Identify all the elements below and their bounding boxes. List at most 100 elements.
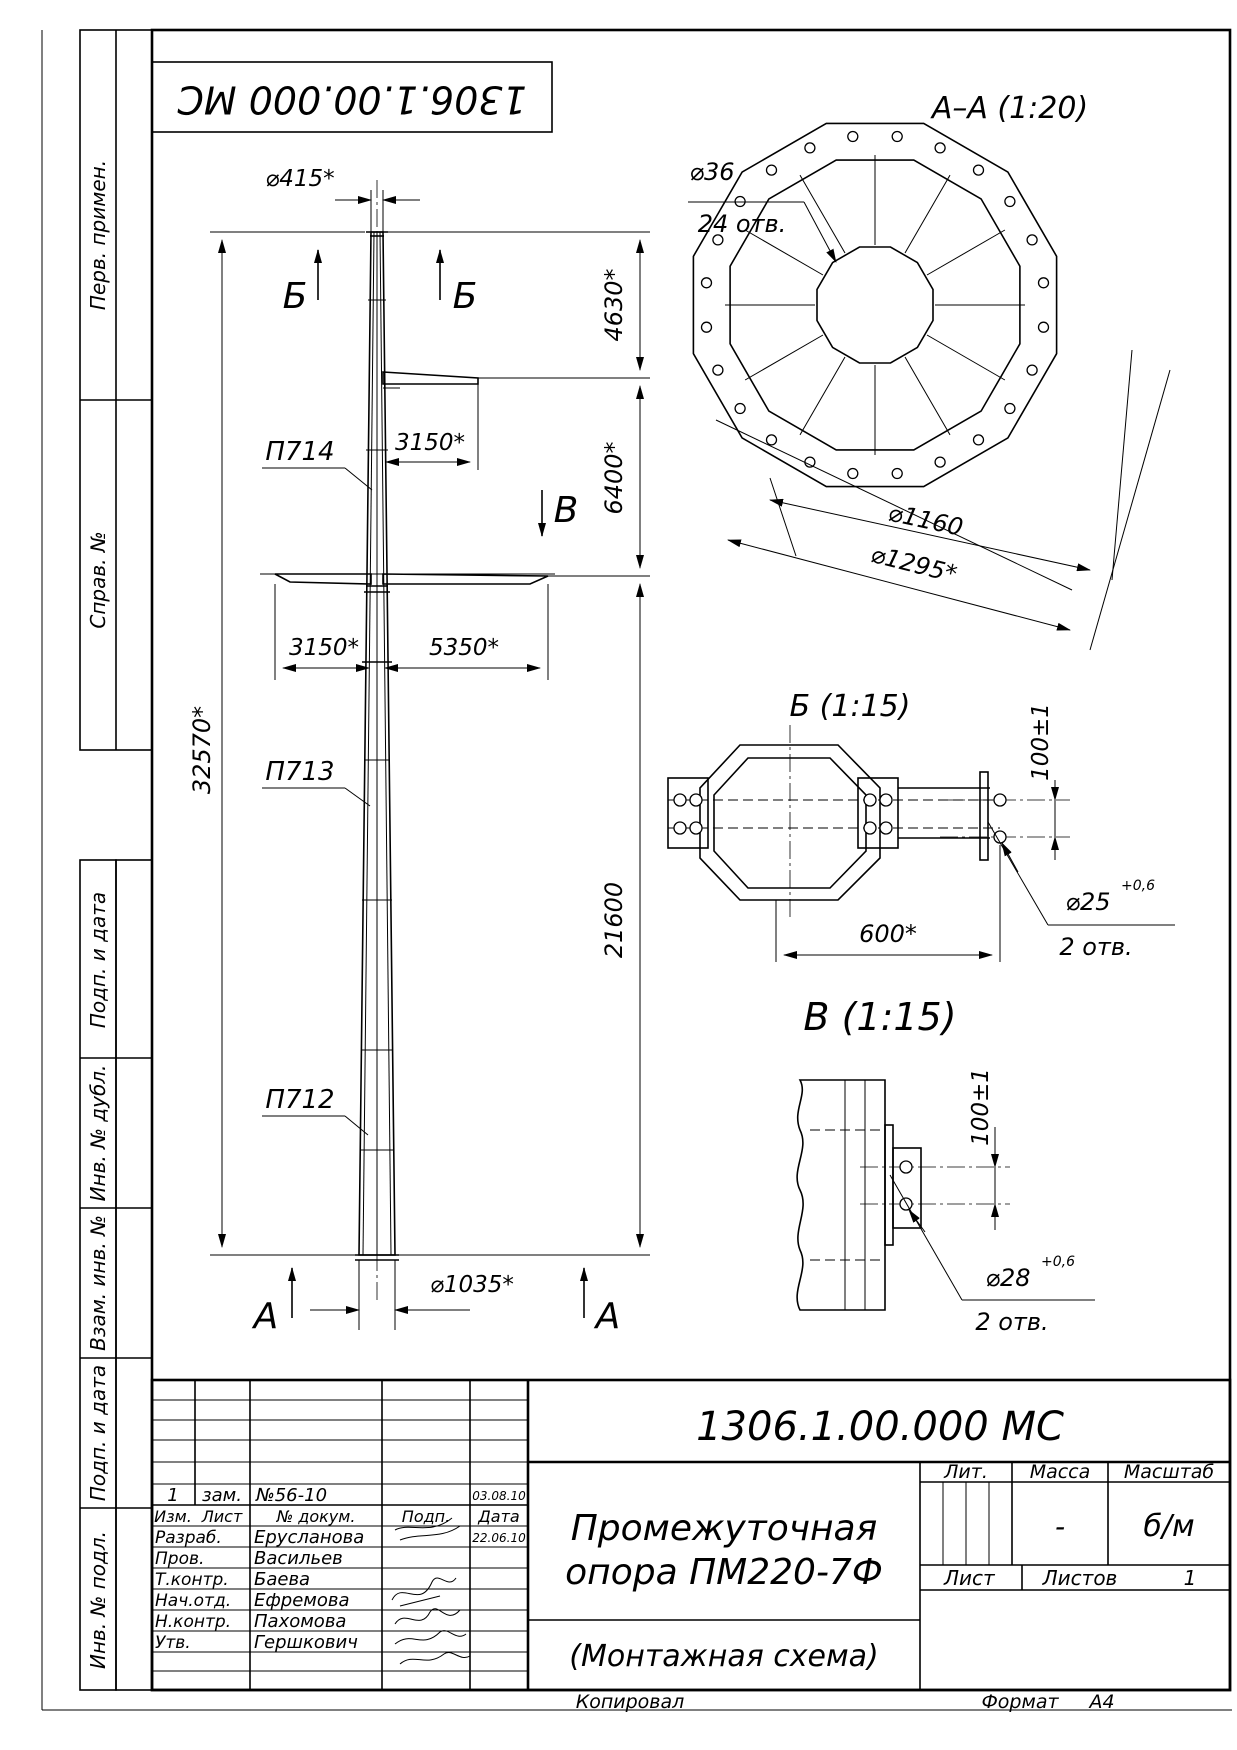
top-stamp-text: 1306.1.00.000 МС bbox=[177, 78, 527, 122]
header-doc: № докум. bbox=[276, 1507, 356, 1526]
aa-outer-diameter: ⌀1295* bbox=[868, 540, 960, 588]
person-name-4: Пахомова bbox=[254, 1611, 346, 1632]
dim-lower-arm-left: 3150* bbox=[289, 635, 359, 661]
aa-bolt-hole bbox=[1004, 402, 1016, 415]
aa-bolt-hole bbox=[1037, 321, 1050, 333]
section-label-p712: П712 bbox=[265, 1085, 334, 1115]
aa-inner-ring bbox=[729, 159, 1021, 451]
label-sprav-no: Справ. № bbox=[86, 531, 110, 628]
title-code: 1306.1.00.000 МС bbox=[696, 1404, 1064, 1450]
aa-bolt-hole bbox=[700, 321, 713, 333]
aa-bolt-hole bbox=[765, 434, 778, 446]
aa-inner-diameter: ⌀1160 bbox=[886, 499, 966, 542]
section-b-left: Б bbox=[283, 276, 308, 317]
mass-label: Масса bbox=[1030, 1461, 1091, 1483]
view-v-title: В (1:15) bbox=[803, 995, 956, 1039]
aa-bolt-hole bbox=[1037, 277, 1050, 289]
person-date-0: 22.06.10 bbox=[472, 1531, 526, 1545]
sheets-value: 1 bbox=[1184, 1566, 1197, 1590]
aa-bolt-hole bbox=[972, 164, 985, 176]
aa-bolt-hole bbox=[1004, 195, 1016, 208]
view-aa-title: А–А (1:20) bbox=[930, 91, 1088, 126]
sheets-label: Листов bbox=[1042, 1566, 1118, 1590]
section-b-right: Б bbox=[453, 276, 478, 317]
aa-bolt-hole bbox=[972, 434, 985, 446]
person-role-3: Нач.отд. bbox=[155, 1591, 231, 1611]
person-role-0: Разраб. bbox=[155, 1528, 222, 1548]
label-vzam-inv: Взам. инв. № bbox=[86, 1215, 110, 1351]
aa-rib bbox=[744, 334, 824, 381]
pole-main-view: ⌀415* Б Б В А А ⌀1035* 32570* 4630* bbox=[188, 166, 650, 1337]
aa-hole-diameter: ⌀36 bbox=[690, 158, 735, 186]
aa-bolt-hole bbox=[1026, 234, 1038, 246]
aa-bolt-hole bbox=[700, 277, 713, 289]
change-row-izm: 1 bbox=[167, 1485, 178, 1506]
aa-bolt-hole bbox=[804, 456, 816, 468]
b-hole-diameter: ⌀25 bbox=[1066, 888, 1111, 916]
aa-bolt-hole bbox=[804, 142, 816, 154]
section-v-marker: В bbox=[554, 490, 579, 531]
v-hole-tolerance: +0,6 bbox=[1041, 1254, 1075, 1270]
aa-rib bbox=[926, 334, 1006, 381]
v-hole-count: 2 отв. bbox=[975, 1308, 1048, 1336]
b-hole-count: 2 отв. bbox=[1059, 933, 1132, 961]
format-value: А4 bbox=[1087, 1691, 1114, 1713]
header-date: Дата bbox=[477, 1507, 519, 1526]
person-name-1: Васильев bbox=[254, 1548, 343, 1569]
aa-rib bbox=[904, 356, 951, 436]
section-a-left: А bbox=[252, 1296, 279, 1337]
top-stamp: 1306.1.00.000 МС bbox=[151, 61, 553, 133]
scale-value: б/м bbox=[1143, 1509, 1194, 1544]
side-columns: Перв. примен. Справ. № Подп. и дата Инв.… bbox=[79, 29, 153, 1691]
title-name-line1: Промежуточная bbox=[571, 1508, 878, 1549]
dim-total-height: 32570* bbox=[188, 706, 216, 794]
aa-bolt-hole bbox=[1026, 364, 1038, 376]
sheet-frame bbox=[41, 28, 1232, 1711]
person-role-4: Н.контр. bbox=[155, 1612, 231, 1632]
dim-mid-segment: 6400* bbox=[600, 441, 628, 514]
label-inv-dubl: Инв. № дубл. bbox=[86, 1065, 110, 1202]
aa-rib bbox=[744, 229, 824, 276]
dim-upper-arm: 3150* bbox=[395, 430, 465, 456]
aa-bolt-hole bbox=[712, 234, 724, 246]
person-name-2: Баева bbox=[254, 1569, 310, 1590]
mass-value: - bbox=[1055, 1510, 1065, 1543]
aa-pole-shaft bbox=[816, 246, 934, 364]
title-name-line2: опора ПМ220-7Ф bbox=[565, 1552, 883, 1593]
change-row-list: зам. bbox=[202, 1485, 242, 1506]
view-b-title: Б (1:15) bbox=[790, 689, 911, 724]
lit-label: Лит. bbox=[943, 1461, 988, 1483]
aa-bolt-hole bbox=[847, 467, 859, 480]
aa-bolt-hole bbox=[712, 364, 724, 376]
aa-rib bbox=[799, 174, 846, 254]
label-podp-data-2: Подп. и дата bbox=[86, 1365, 110, 1501]
dim-bottom-diameter: ⌀1035* bbox=[430, 1272, 514, 1298]
dim-top-segment: 4630* bbox=[600, 268, 628, 341]
header-podp: Подп. bbox=[402, 1507, 450, 1526]
dim-top-diameter: ⌀415* bbox=[265, 166, 334, 192]
aa-hole-count: 24 отв. bbox=[698, 210, 787, 238]
view-b: Б (1:15) 100±1 ⌀25 +0,6 bbox=[667, 689, 1175, 962]
format-label: Формат bbox=[981, 1691, 1059, 1713]
person-role-1: Пров. bbox=[155, 1549, 204, 1569]
sheet-label: Лист bbox=[943, 1566, 996, 1590]
scale-label: Масштаб bbox=[1124, 1461, 1215, 1483]
v-hole-diameter: ⌀28 bbox=[986, 1264, 1031, 1292]
aa-bolt-hole bbox=[891, 467, 903, 480]
v-dim-100: 100±1 bbox=[968, 1068, 994, 1146]
aa-bolt-hole bbox=[934, 456, 946, 468]
person-role-5: Утв. bbox=[155, 1633, 191, 1653]
aa-outer-ring bbox=[692, 122, 1058, 488]
person-name-0: Ерусланова bbox=[254, 1527, 364, 1548]
dim-bottom-segment: 21600 bbox=[600, 882, 628, 958]
b-hole-tolerance: +0,6 bbox=[1121, 878, 1155, 894]
section-a-right: А bbox=[594, 1296, 621, 1337]
person-name-5: Гершкович bbox=[254, 1632, 358, 1653]
aa-rib bbox=[799, 356, 846, 436]
aa-rib bbox=[904, 174, 951, 254]
section-label-p714: П714 bbox=[265, 437, 334, 467]
aa-bolt-hole bbox=[934, 142, 946, 154]
title-subtitle: (Монтажная схема) bbox=[569, 1639, 878, 1674]
view-aa: А–А (1:20) ⌀36 24 отв. ⌀1160 ⌀1295* bbox=[688, 91, 1171, 651]
